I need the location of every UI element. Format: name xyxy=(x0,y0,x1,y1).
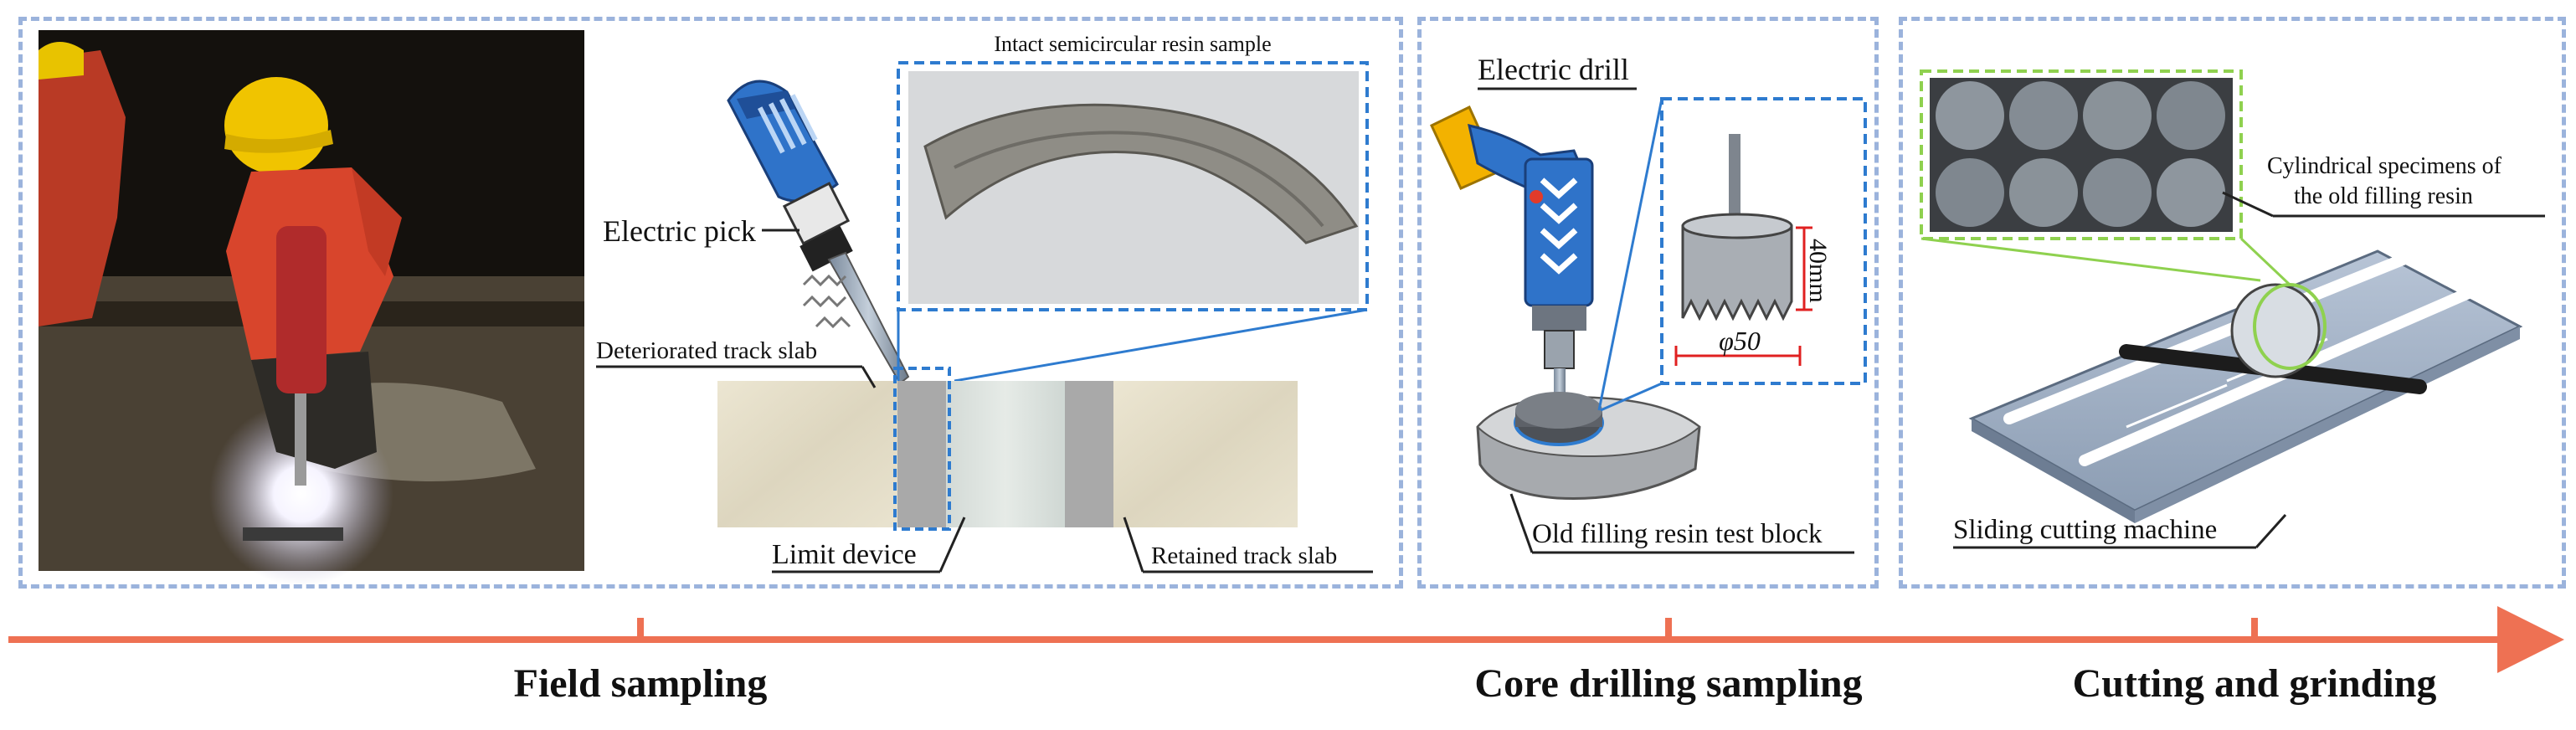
track-slab-section xyxy=(717,381,1298,527)
specimens-label-line2: the old filling resin xyxy=(2294,183,2473,209)
stage-core-drilling: Core drilling sampling xyxy=(1474,661,1862,706)
field-sampling-panel xyxy=(18,17,1403,589)
sliding-cutting-machine xyxy=(1968,249,2523,523)
specimen-callout-box xyxy=(1920,69,2243,240)
core-bit-illustration xyxy=(1681,134,1793,321)
machine-leader-d xyxy=(2255,513,2287,549)
stage-cutting-grinding: Cutting and grinding xyxy=(2073,661,2437,706)
core-bit-callout-box xyxy=(1660,97,1867,385)
field-photo xyxy=(39,30,584,586)
diameter-label: φ50 xyxy=(1719,326,1761,356)
sample-callout-box xyxy=(897,61,1369,311)
diameter-dimension xyxy=(1674,346,1802,366)
retained-leader-d xyxy=(1123,517,1144,573)
limit-label: Limit device xyxy=(772,539,917,570)
stage-field-sampling: Field sampling xyxy=(514,661,768,706)
deteriorated-label: Deteriorated track slab xyxy=(596,337,817,364)
sample-link-right xyxy=(954,308,1368,383)
limit-callout-box xyxy=(893,367,951,531)
pick-label: Electric pick xyxy=(603,214,756,248)
specimen-link-left xyxy=(1920,237,2261,282)
depth-label: 40mm xyxy=(1804,239,1832,303)
specimens-photo xyxy=(1930,78,2233,232)
cutting-panel xyxy=(1899,17,2566,589)
block-label: Old filling resin test block xyxy=(1532,519,1823,549)
retained-label: Retained track slab xyxy=(1151,542,1337,569)
specimens-label-line1: Cylindrical specimens of xyxy=(2267,153,2502,179)
specimens-leader-d xyxy=(2222,191,2274,218)
block-leader-d xyxy=(1509,493,1534,553)
core-drilling-panel xyxy=(1417,17,1879,589)
limit-leader-d xyxy=(938,517,966,573)
machine-label: Sliding cutting machine xyxy=(1953,515,2217,545)
electric-pick-illustration xyxy=(727,80,910,385)
resin-sample-photo xyxy=(908,71,1359,304)
specimen-link-right xyxy=(2239,237,2291,286)
core-link-left xyxy=(1600,382,1663,412)
resin-test-block xyxy=(1476,392,1701,501)
drill-label: Electric drill xyxy=(1478,53,1629,86)
electric-drill-illustration xyxy=(1430,105,1594,414)
core-link-right xyxy=(1597,98,1663,411)
depth-dimension xyxy=(1796,226,1812,311)
deteriorated-leader-d xyxy=(861,366,877,388)
sample-title: Intact semicircular resin sample xyxy=(994,32,1271,56)
